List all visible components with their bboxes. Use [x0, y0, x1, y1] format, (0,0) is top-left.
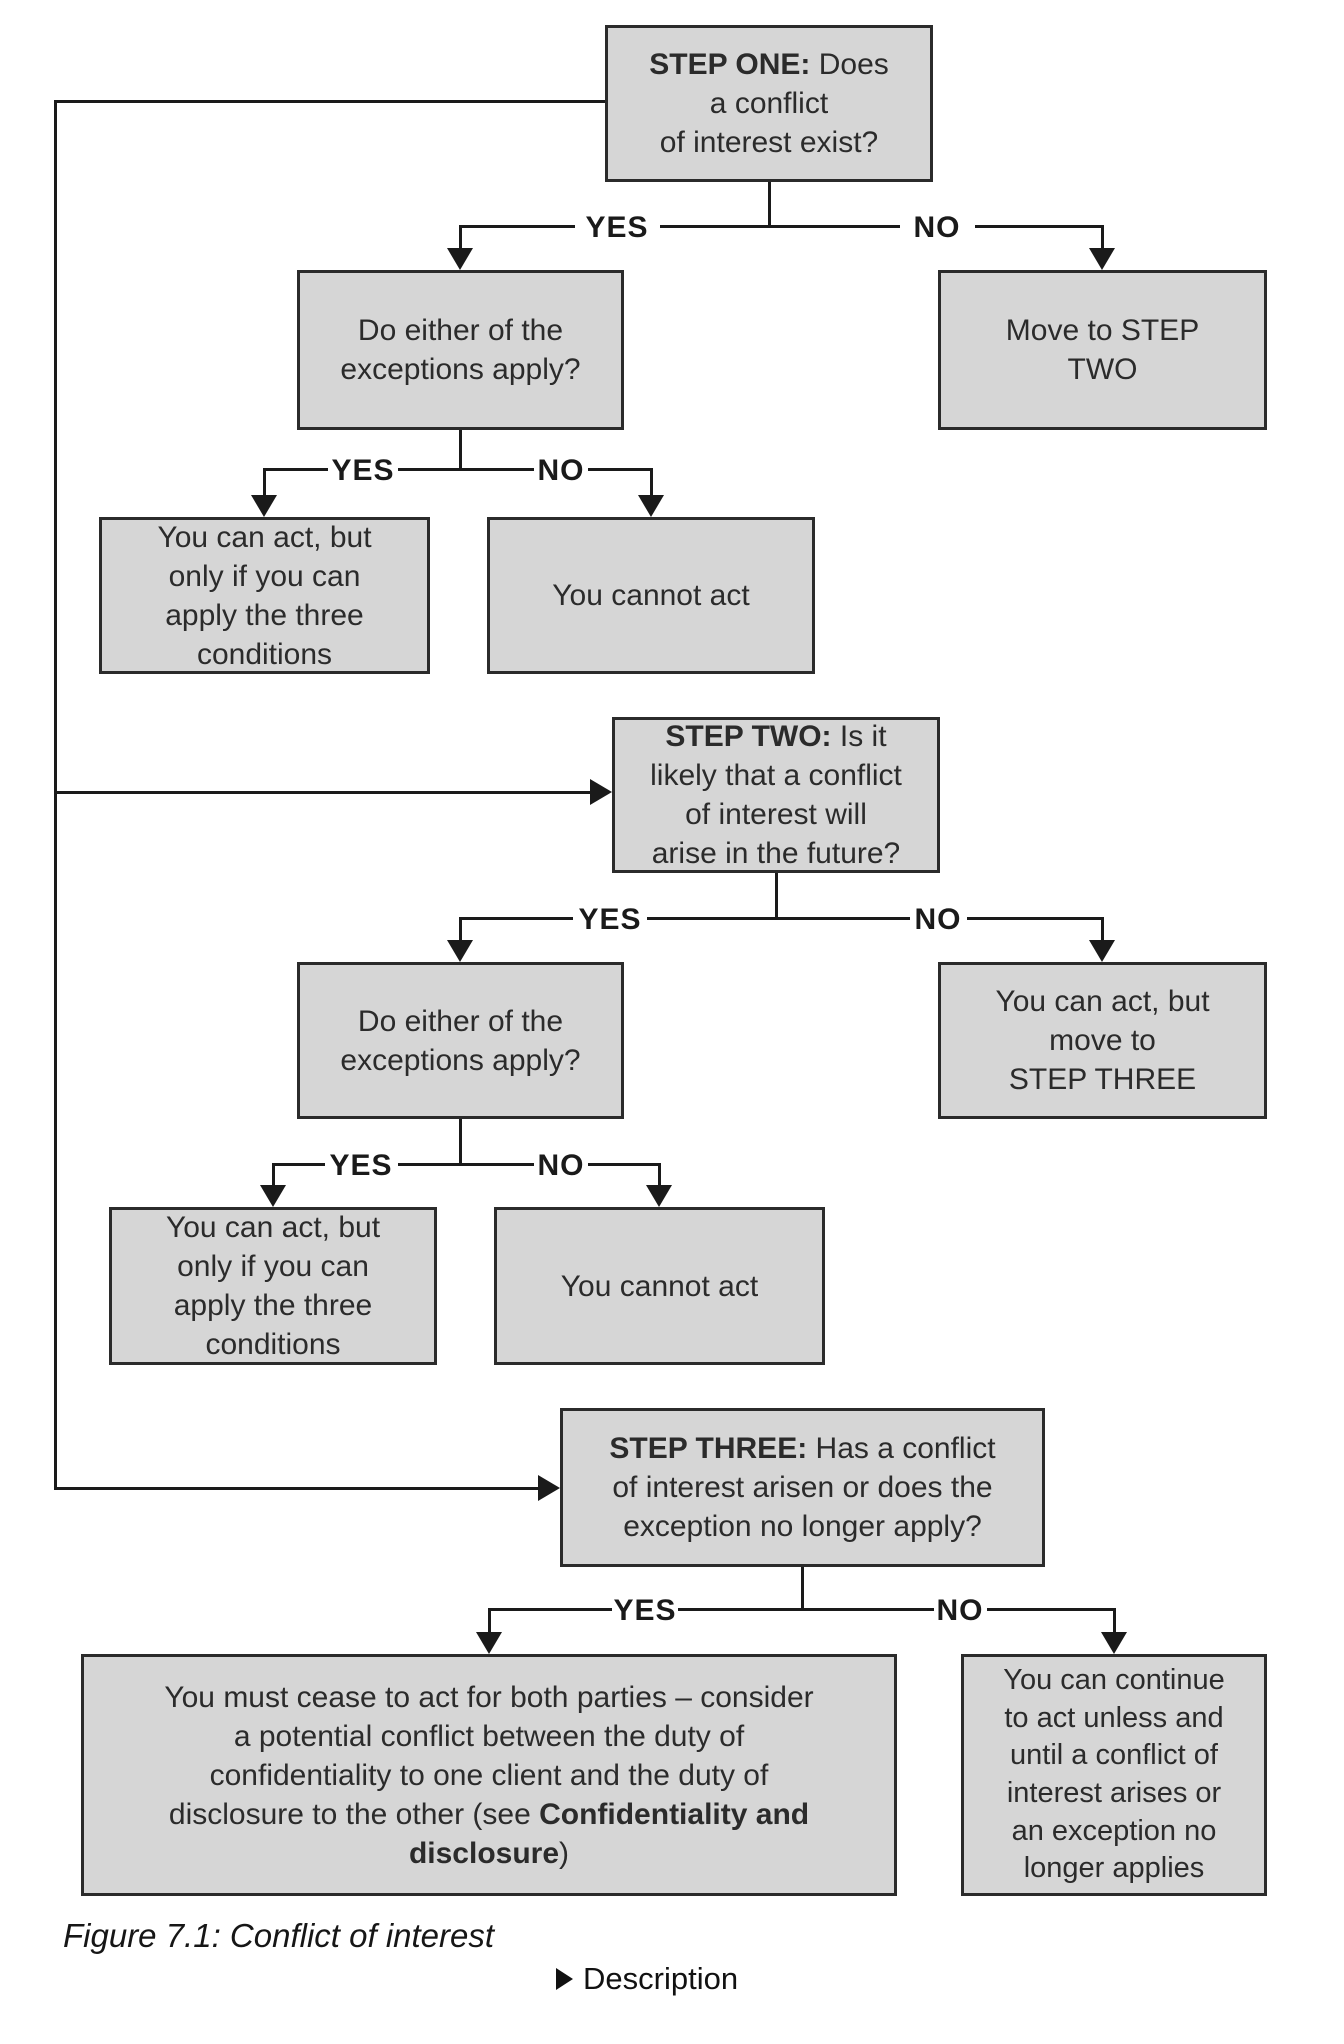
confidentiality-and-disclosure-ref: Confidentiality and disclosure: [408, 1797, 810, 1870]
arrow-into-step-two-icon: [590, 779, 612, 805]
yes-label: YES: [578, 903, 642, 936]
junction3-stem: [775, 873, 778, 920]
must-cease-post: ): [559, 1836, 570, 1870]
junction1-line-left: [459, 225, 575, 228]
junction2-no-elbow: [650, 468, 653, 497]
box-can-act-move-step-three: You can act, but move to STEP THREE: [938, 962, 1267, 1119]
arrow-down-icon: [646, 1185, 672, 1207]
box-step-two: STEP TWO: Is it likely that a conflict o…: [612, 717, 940, 873]
arrow-down-icon: [638, 495, 664, 517]
step-two-label: STEP TWO:: [665, 720, 832, 753]
junction5-line-left: [488, 1608, 612, 1611]
junction1-line-right: [975, 225, 1102, 228]
junction3-line-right: [967, 917, 1102, 920]
junction3-line-mid: [647, 917, 910, 920]
box-can-act-three-conditions-2: You can act, but only if you can apply t…: [109, 1207, 437, 1365]
box-text: Do either of the exceptions apply?: [340, 1004, 581, 1077]
box-move-to-step-two: Move to STEP TWO: [938, 270, 1267, 430]
box-text: You must cease to act for both parties –…: [156, 1674, 821, 1877]
step-three-label: STEP THREE:: [609, 1432, 808, 1465]
junction5-stem: [801, 1567, 804, 1611]
junction1-no-elbow: [1101, 225, 1104, 250]
box-text: You cannot act: [552, 579, 750, 612]
yes-label: YES: [331, 454, 395, 487]
box-step-three-text: STEP THREE: Has a conflict of interest a…: [601, 1425, 1003, 1550]
description-label: Description: [583, 1961, 739, 1996]
box-cannot-act-2: You cannot act: [494, 1207, 825, 1365]
junction2-stem: [459, 430, 462, 471]
junction4-no-elbow: [658, 1163, 661, 1187]
description-toggle[interactable]: Description: [556, 1961, 738, 1997]
step-three-question: Has a conflict of interest arisen or doe…: [612, 1432, 996, 1543]
no-label: NO: [913, 211, 961, 244]
figure-caption: Figure 7.1: Conflict of interest: [63, 1917, 495, 1954]
box-text: You can act, but only if you can apply t…: [157, 520, 372, 671]
arrow-into-step-three-icon: [538, 1475, 560, 1501]
junction1-line-mid: [660, 225, 900, 228]
arrow-down-icon: [447, 940, 473, 962]
arrow-down-icon: [260, 1185, 286, 1207]
junction5-no-elbow: [1113, 1608, 1116, 1634]
box-cannot-act-1: You cannot act: [487, 517, 815, 674]
no-label: NO: [537, 1149, 585, 1182]
arrow-down-icon: [251, 495, 277, 517]
junction5-line-mid: [678, 1608, 934, 1611]
box-step-one: STEP ONE: Does a conflict of interest ex…: [605, 25, 933, 182]
junction5-yes-elbow: [488, 1608, 491, 1634]
junction4-line-right: [588, 1163, 660, 1166]
junction5-line-right: [987, 1608, 1114, 1611]
no-label: NO: [537, 454, 585, 487]
junction1-yes-elbow: [459, 225, 462, 250]
junction4-stem: [459, 1119, 462, 1166]
arrow-down-icon: [476, 1632, 502, 1654]
arrow-down-icon: [1089, 940, 1115, 962]
box-can-continue-to-act: You can continue to act unless and until…: [961, 1654, 1267, 1896]
step-two-question: Is it likely that a conflict of interest…: [650, 720, 902, 870]
junction4-line-mid: [398, 1163, 534, 1166]
feedback-line-left: [54, 100, 57, 1490]
box-text: You can act, but move to STEP THREE: [995, 985, 1210, 1096]
arrow-down-icon: [1101, 1632, 1127, 1654]
step-one-label: STEP ONE:: [649, 48, 811, 81]
box-can-act-three-conditions-1: You can act, but only if you can apply t…: [99, 517, 430, 674]
arrow-down-icon: [447, 248, 473, 270]
box-do-either-exceptions-1: Do either of the exceptions apply?: [297, 270, 624, 430]
box-do-either-exceptions-2: Do either of the exceptions apply?: [297, 962, 624, 1119]
junction3-yes-elbow: [459, 917, 462, 942]
no-label: NO: [914, 903, 962, 936]
junction2-line-right: [588, 468, 652, 471]
junction2-line-mid: [398, 468, 534, 471]
yes-label: YES: [329, 1149, 393, 1182]
box-text: You can continue to act unless and until…: [1003, 1663, 1225, 1885]
junction1-stem: [768, 182, 771, 228]
junction4-line-left: [272, 1163, 325, 1166]
junction2-line-left: [263, 468, 328, 471]
box-text: Do either of the exceptions apply?: [340, 314, 581, 386]
junction3-line-left: [459, 917, 573, 920]
feedback-line-to-step-two: [54, 791, 590, 794]
must-cease-pre: You must cease to act for both parties –…: [164, 1680, 814, 1831]
no-label: NO: [936, 1594, 984, 1627]
box-step-one-text: STEP ONE: Does a conflict of interest ex…: [641, 41, 897, 166]
play-triangle-icon: [556, 1968, 573, 1990]
yes-label: YES: [585, 211, 649, 244]
junction2-yes-elbow: [263, 468, 266, 497]
yes-label: YES: [613, 1594, 677, 1627]
box-text: You can act, but only if you can apply t…: [165, 1211, 381, 1361]
box-text: You cannot act: [560, 1269, 759, 1303]
box-step-two-text: STEP TWO: Is it likely that a conflict o…: [642, 713, 910, 877]
box-text: Move to STEP TWO: [1005, 314, 1200, 386]
feedback-line-top: [55, 100, 605, 103]
box-must-cease-to-act: You must cease to act for both parties –…: [81, 1654, 897, 1896]
feedback-line-to-step-three: [54, 1487, 538, 1490]
step-one-question: Does a conflict of interest exist?: [659, 48, 889, 159]
box-step-three: STEP THREE: Has a conflict of interest a…: [560, 1408, 1045, 1567]
junction3-no-elbow: [1101, 917, 1104, 942]
junction4-yes-elbow: [272, 1163, 275, 1187]
arrow-down-icon: [1089, 248, 1115, 270]
